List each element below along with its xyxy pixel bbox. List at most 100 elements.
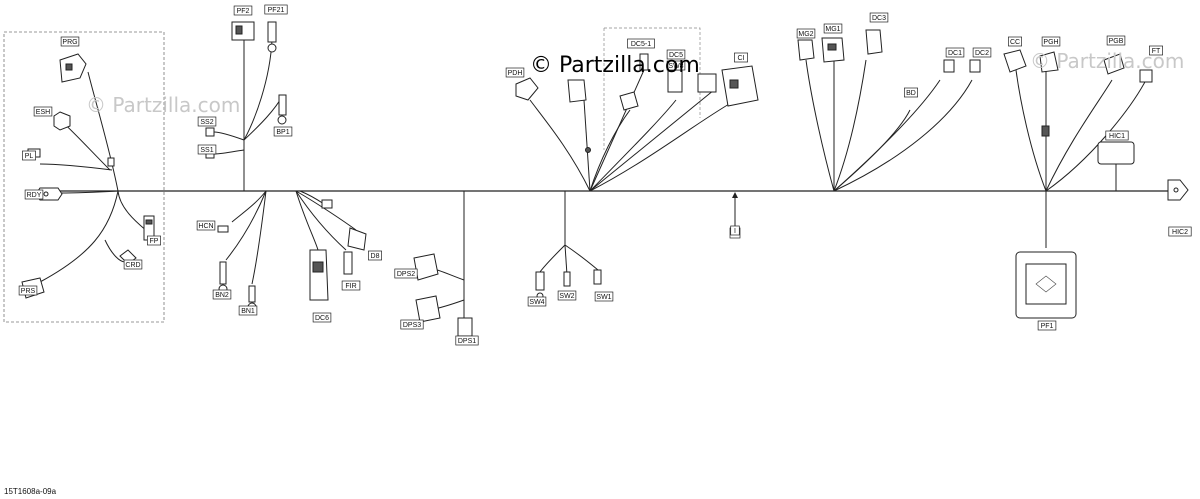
connector-code: I [734, 228, 736, 235]
connector-code: SW2 [559, 293, 574, 300]
connector-code: DC2 [975, 50, 989, 57]
connector-label-ss1: SS1 [197, 144, 217, 155]
connector-label-fp: FP [147, 235, 161, 246]
connector-code: SW8 [668, 63, 683, 70]
connector-code: DC5 [669, 52, 683, 59]
connector-label-sw1: SW1 [594, 291, 614, 302]
connector-code: PF1 [1041, 323, 1054, 330]
connector-label-ss2: SS2 [197, 116, 217, 127]
connector-code: ESH [36, 109, 50, 116]
connector-label-bd: BD [904, 87, 918, 98]
diagram-reference-code: 15T1608a-09a [4, 487, 57, 496]
connector-label-cc: CC [1008, 36, 1022, 47]
sw-branch [535, 191, 602, 300]
connector-label-mg1: MG1 [823, 23, 843, 34]
connector-label-hic2: HIC2 [1168, 226, 1192, 237]
connector-code: SS2 [200, 119, 213, 126]
connector-code: PF21 [268, 7, 285, 14]
connector-code: SW4 [529, 299, 544, 306]
connector-code: RDY [27, 192, 42, 199]
connector-code: SW1 [596, 294, 611, 301]
connector-label-dc6: DC6 [312, 312, 332, 323]
connector-label-bp1: BP1 [273, 126, 293, 137]
watermark-faint-left: © Partzilla.com [86, 93, 240, 117]
connector-code: BD [906, 90, 916, 97]
connector-label-sw8: SW8 [666, 60, 686, 71]
connector-code: DC6 [315, 315, 329, 322]
connector-label-prg: PRG [60, 36, 80, 47]
far-right-branch [1003, 49, 1189, 319]
connector-code: SS1 [200, 147, 213, 154]
connector-label-esh: ESH [33, 106, 53, 117]
connector-label-mg2: MG2 [796, 28, 816, 39]
connector-code: HIC2 [1172, 229, 1188, 236]
connector-code: HIC1 [1109, 133, 1125, 140]
connector-code: FT [1152, 48, 1161, 55]
connector-code: PGB [1109, 38, 1124, 45]
connector-code: DPS3 [403, 322, 421, 329]
connector-label-dps3: DPS3 [400, 319, 424, 330]
connector-code: BN2 [215, 292, 229, 299]
connector-code: BP1 [276, 129, 289, 136]
connector-label-dc1: DC1 [945, 47, 965, 58]
connector-code: DC5-1 [631, 41, 651, 48]
connector-code: PRS [21, 288, 36, 295]
connector-code: FIR [345, 283, 356, 290]
connector-label-dps2: DPS2 [394, 268, 418, 279]
connector-code: PRG [62, 39, 77, 46]
connector-label-pgb: PGB [1106, 35, 1126, 46]
central-fan-branch [515, 53, 759, 239]
left-branch-wires [39, 71, 149, 283]
connector-code: BN1 [241, 308, 255, 315]
connector-code: MG1 [825, 26, 840, 33]
connector-code: PGH [1043, 39, 1058, 46]
connector-label-pf2: PF2 [233, 5, 253, 16]
connector-code: DPS2 [397, 271, 415, 278]
left-subassembly-outline [3, 31, 165, 323]
connector-label-rdy: RDY [24, 189, 44, 200]
connector-label-dc5: DC5 [666, 49, 686, 60]
connector-label-i: I [730, 225, 740, 236]
connector-label-dc5-1: DC5-1 [627, 38, 655, 49]
connector-code: DPS1 [458, 338, 476, 345]
connector-label-hic1: HIC1 [1105, 130, 1129, 141]
connector-code: CRD [125, 262, 140, 269]
connector-label-pf1: PF1 [1037, 320, 1057, 331]
connector-label-prs: PRS [18, 285, 38, 296]
connector-label-crd: CRD [123, 259, 143, 270]
connector-label-dps1: DPS1 [455, 335, 479, 346]
connector-label-sw2: SW2 [557, 290, 577, 301]
connector-label-d8: D8 [368, 250, 382, 261]
connector-label-pdh: PDH [505, 67, 525, 78]
connector-code: DC1 [948, 50, 962, 57]
connector-label-sw4: SW4 [527, 296, 547, 307]
connector-code: CC [1010, 39, 1020, 46]
connector-label-pl: PL [22, 150, 36, 161]
connector-code: PF2 [237, 8, 250, 15]
watermark-faint-right: © Partzilla.com [1030, 49, 1184, 73]
dps-branch [413, 191, 473, 337]
connector-label-fir: FIR [341, 280, 361, 291]
connector-code: DC3 [872, 15, 886, 22]
connector-label-bn1: BN1 [238, 305, 258, 316]
connector-label-ft: FT [1149, 45, 1163, 56]
connector-code: PDH [508, 70, 523, 77]
connector-label-pgh: PGH [1041, 36, 1061, 47]
connector-label-pf21: PF21 [264, 4, 288, 15]
connector-label-bn2: BN2 [212, 289, 232, 300]
connector-label-ci: CI [734, 52, 748, 63]
connector-label-hcn: HCN [196, 220, 216, 231]
dc6-branch [295, 190, 367, 301]
connector-code: CI [738, 55, 745, 62]
connector-label-dc2: DC2 [972, 47, 992, 58]
right-middle-fan [797, 29, 981, 192]
connector-code: PL [25, 153, 34, 160]
connector-code: MG2 [798, 31, 813, 38]
connector-code: D8 [371, 253, 380, 260]
connector-code: HCN [198, 223, 213, 230]
connector-label-dc3: DC3 [869, 12, 889, 23]
watermark-main: © Partzilla.com [530, 53, 700, 78]
connector-code: FP [150, 238, 159, 245]
